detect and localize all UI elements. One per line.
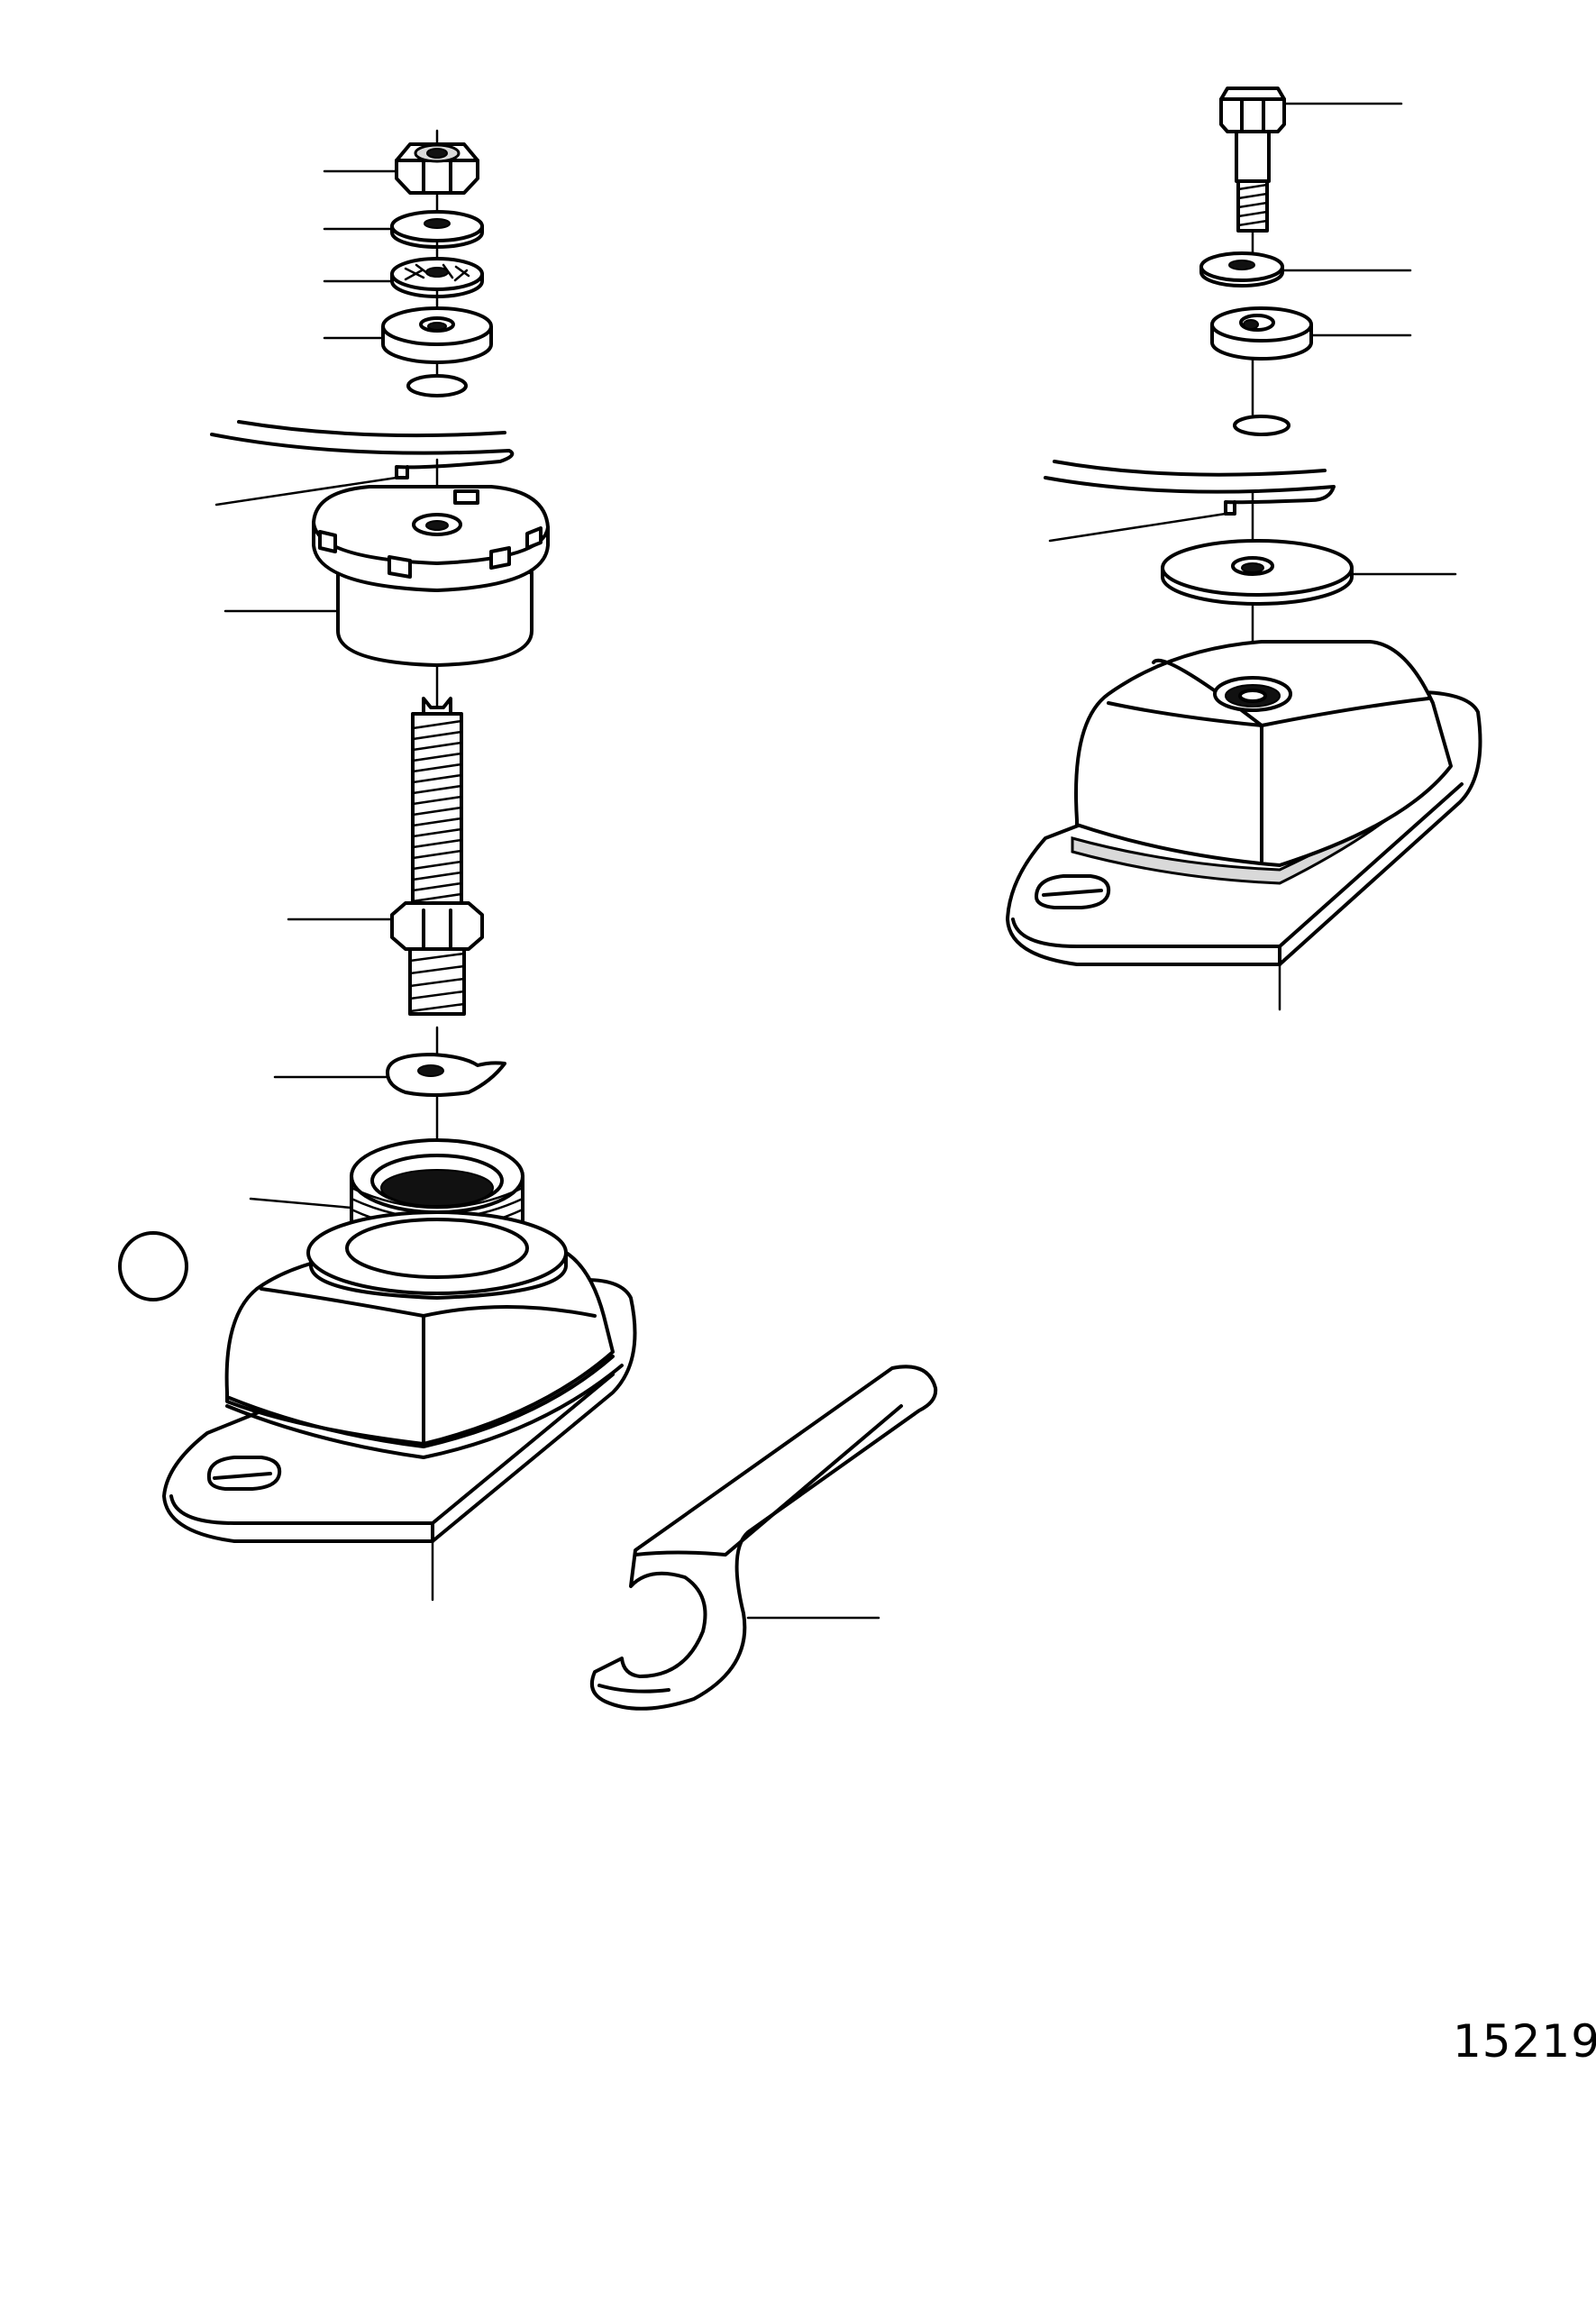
hex-bolt bbox=[1219, 87, 1286, 233]
flexible-mount bbox=[162, 1210, 637, 1543]
spacer-washer bbox=[1210, 306, 1313, 361]
engine-bracket-right bbox=[1044, 460, 1336, 516]
tab-washer bbox=[386, 1053, 506, 1097]
bracket-hole-right bbox=[1233, 415, 1290, 436]
large-flat-washer bbox=[1161, 539, 1354, 606]
spring-washer bbox=[1199, 251, 1284, 288]
thick-washer bbox=[381, 306, 493, 364]
figure-number: 15219 bbox=[1453, 2015, 1596, 2068]
leader-engine-bracket-right bbox=[1048, 512, 1227, 543]
serrated-lock-washer bbox=[390, 257, 484, 298]
adjusting-cap bbox=[312, 485, 550, 667]
flat-washer bbox=[390, 210, 484, 249]
flexible-mount-alt bbox=[1006, 640, 1482, 966]
threaded-stud bbox=[390, 697, 484, 1016]
callout-circle bbox=[118, 1231, 188, 1301]
leader-engine-bracket bbox=[214, 476, 398, 507]
spanner-wrench bbox=[590, 1365, 938, 1711]
leader-threaded-sleeve bbox=[249, 1197, 353, 1210]
bracket-hole bbox=[406, 374, 468, 397]
lock-nut bbox=[395, 142, 479, 195]
engine-bracket bbox=[210, 420, 515, 479]
